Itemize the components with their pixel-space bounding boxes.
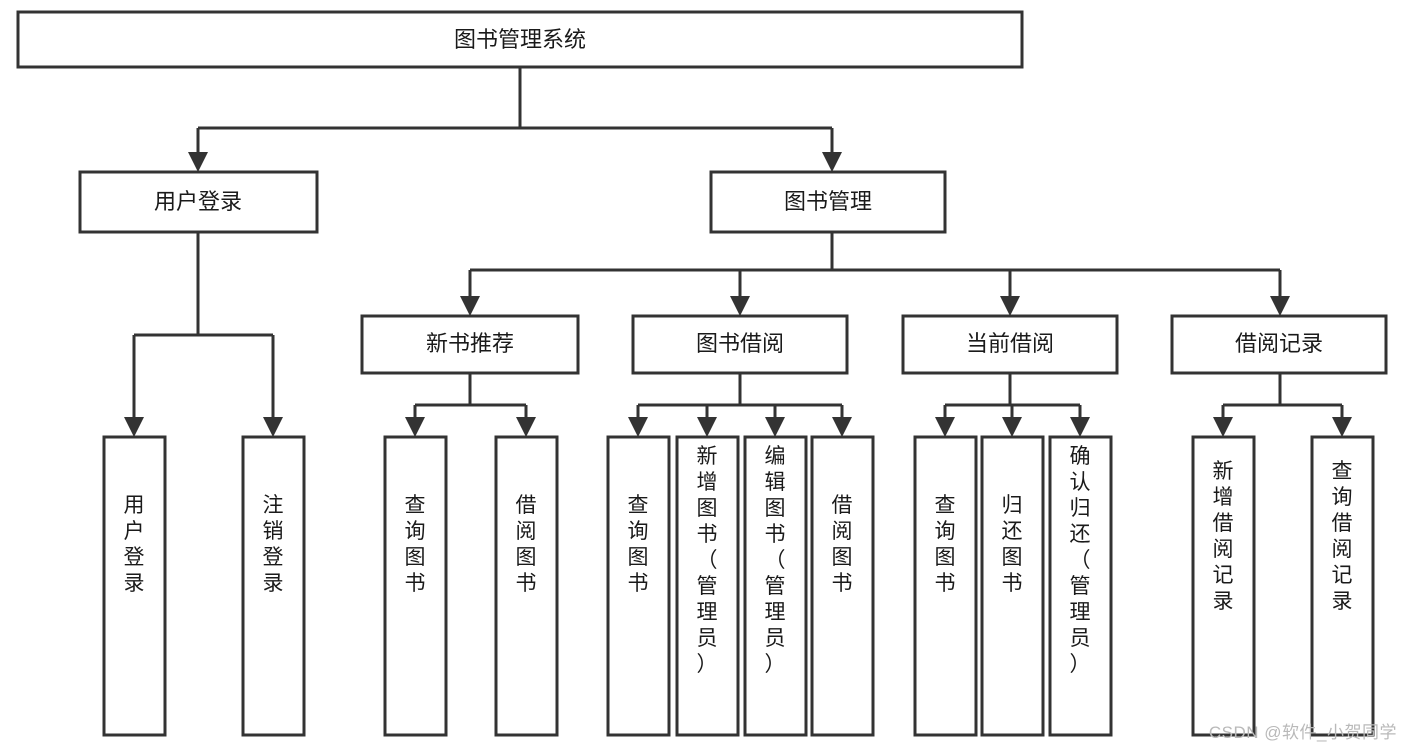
- node-leaf-query-book-2-label: 查询图书: [628, 494, 649, 595]
- connector-group-borrow-record: [1213, 373, 1352, 437]
- node-leaf-add-record[interactable]: 新增借阅记录: [1191, 435, 1256, 737]
- node-leaf-return-book[interactable]: 归还图书: [980, 435, 1045, 737]
- arrowhead-leaf-borrow-book-1: [516, 417, 536, 437]
- node-new-book-recommend[interactable]: 新书推荐: [360, 314, 580, 375]
- arrowhead-leaf-edit-book: [765, 417, 785, 437]
- arrowhead-leaf-query-book-3: [935, 417, 955, 437]
- node-leaf-confirm-return-box[interactable]: [1048, 435, 1113, 737]
- node-leaf-return-book-label: 归还图书: [1002, 494, 1023, 595]
- node-leaf-query-book-1-label: 查询图书: [405, 494, 426, 595]
- node-leaf-add-book-box[interactable]: [675, 435, 740, 737]
- node-book-management-label: 图书管理: [784, 189, 872, 214]
- node-leaf-query-book-1[interactable]: 查询图书: [383, 435, 448, 737]
- node-leaf-query-record-box[interactable]: [1310, 435, 1375, 737]
- arrowhead-leaf-add-record: [1213, 417, 1233, 437]
- node-new-book-recommend-box[interactable]: [360, 314, 580, 375]
- node-leaf-query-book-2-box[interactable]: [606, 435, 671, 737]
- connector-group-root: [188, 67, 842, 172]
- node-borrow-record-label: 借阅记录: [1235, 331, 1323, 356]
- node-book-borrow-box[interactable]: [631, 314, 849, 375]
- node-new-book-recommend-label: 新书推荐: [426, 331, 514, 356]
- arrowhead-leaf-query-book-2: [628, 417, 648, 437]
- node-root[interactable]: 图书管理系统: [16, 10, 1024, 69]
- node-leaf-logout[interactable]: 注销登录: [241, 435, 306, 737]
- node-leaf-confirm-return-label: 确认归还（管理员）: [1070, 445, 1091, 676]
- node-leaf-query-book-3[interactable]: 查询图书: [913, 435, 978, 737]
- arrowhead-current-borrow: [1000, 296, 1020, 316]
- connector-group-current-borrow: [935, 373, 1090, 437]
- node-leaf-add-book[interactable]: 新增图书（管理员）: [675, 435, 740, 737]
- node-user-login[interactable]: 用户登录: [78, 170, 319, 234]
- arrowhead-new-book-recommend: [460, 296, 480, 316]
- node-book-borrow-label: 图书借阅: [696, 331, 784, 356]
- arrowhead-leaf-add-book: [697, 417, 717, 437]
- node-leaf-query-book-2[interactable]: 查询图书: [606, 435, 671, 737]
- arrowhead-user-login: [188, 152, 208, 172]
- connector-group-user-login: [124, 232, 283, 437]
- arrowhead-leaf-borrow-book-2: [832, 417, 852, 437]
- connector-group-book-borrow: [628, 373, 852, 437]
- node-borrow-record[interactable]: 借阅记录: [1170, 314, 1388, 375]
- node-book-management[interactable]: 图书管理: [709, 170, 947, 234]
- node-leaf-add-book-label: 新增图书（管理员）: [697, 445, 718, 676]
- node-leaf-borrow-book-2-box[interactable]: [810, 435, 875, 737]
- connector-group-new-book-recommend: [405, 373, 536, 437]
- node-current-borrow[interactable]: 当前借阅: [901, 314, 1119, 375]
- node-leaf-add-record-label: 新增借阅记录: [1213, 460, 1234, 613]
- node-leaf-query-book-3-label: 查询图书: [935, 494, 956, 595]
- node-user-login-label: 用户登录: [154, 189, 242, 214]
- arrowhead-leaf-return-book: [1002, 417, 1022, 437]
- node-user-login-box[interactable]: [78, 170, 319, 234]
- node-leaf-query-record-label: 查询借阅记录: [1332, 460, 1353, 613]
- node-leaf-add-record-box[interactable]: [1191, 435, 1256, 737]
- arrowhead-leaf-query-book-1: [405, 417, 425, 437]
- arrowhead-leaf-logout: [263, 417, 283, 437]
- node-leaf-query-record[interactable]: 查询借阅记录: [1310, 435, 1375, 737]
- node-leaf-borrow-book-1[interactable]: 借阅图书: [494, 435, 559, 737]
- node-current-borrow-box[interactable]: [901, 314, 1119, 375]
- arrowhead-borrow-record: [1270, 296, 1290, 316]
- node-leaf-logout-label: 注销登录: [263, 494, 284, 595]
- node-borrow-record-box[interactable]: [1170, 314, 1388, 375]
- arrowhead-leaf-user-login: [124, 417, 144, 437]
- arrowhead-leaf-query-record: [1332, 417, 1352, 437]
- node-leaf-user-login-label: 用户登录: [124, 494, 145, 595]
- node-leaf-edit-book-label: 编辑图书（管理员）: [765, 445, 786, 676]
- node-leaf-user-login[interactable]: 用户登录: [102, 435, 167, 737]
- node-book-borrow[interactable]: 图书借阅: [631, 314, 849, 375]
- node-leaf-edit-book[interactable]: 编辑图书（管理员）: [743, 435, 808, 737]
- arrowhead-book-management: [822, 152, 842, 172]
- arrowhead-leaf-confirm-return: [1070, 417, 1090, 437]
- node-book-management-box[interactable]: [709, 170, 947, 234]
- node-root-label: 图书管理系统: [454, 27, 586, 52]
- node-leaf-query-book-3-box[interactable]: [913, 435, 978, 737]
- node-leaf-query-book-1-box[interactable]: [383, 435, 448, 737]
- node-leaf-borrow-book-2-label: 借阅图书: [832, 494, 853, 595]
- node-leaf-edit-book-box[interactable]: [743, 435, 808, 737]
- node-leaf-return-book-box[interactable]: [980, 435, 1045, 737]
- connector-group-book-management: [460, 232, 1290, 316]
- arrowhead-book-borrow: [730, 296, 750, 316]
- node-current-borrow-label: 当前借阅: [966, 331, 1054, 356]
- node-leaf-logout-box[interactable]: [241, 435, 306, 737]
- node-leaf-borrow-book-2[interactable]: 借阅图书: [810, 435, 875, 737]
- node-leaf-user-login-box[interactable]: [102, 435, 167, 737]
- node-leaf-borrow-book-1-label: 借阅图书: [516, 494, 537, 595]
- node-root-box[interactable]: [16, 10, 1024, 69]
- node-leaf-confirm-return[interactable]: 确认归还（管理员）: [1048, 435, 1113, 737]
- node-leaf-borrow-book-1-box[interactable]: [494, 435, 559, 737]
